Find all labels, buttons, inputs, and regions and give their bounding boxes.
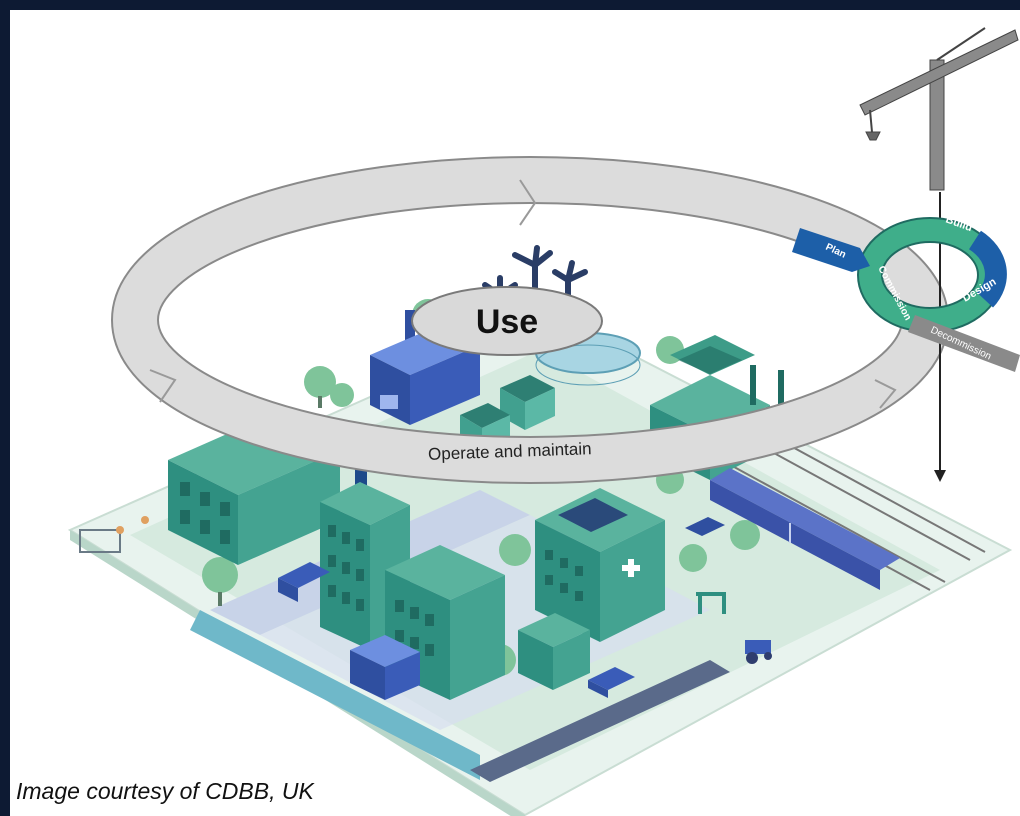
crane-icon [859,27,1019,191]
illustration-frame: Use Operate and maintain Plan Decommissi… [10,10,1020,816]
truck-icon [278,562,330,602]
use-hub: Use [411,286,603,356]
car-icon [685,517,725,536]
train-icon [710,468,900,590]
hospital-cross-icon [622,559,640,577]
tree-icon [330,383,354,407]
bus-shelter [696,592,726,614]
blue-bungalow [350,635,420,700]
tree-icon [304,366,336,408]
tractor-icon [745,640,772,664]
tree-icon [730,520,760,550]
car-icon [588,667,635,698]
recycle-icon [380,395,398,409]
sports-pitch [79,516,149,553]
river [190,610,480,780]
plan-stage: Plan [792,228,870,272]
smart-city-lifecycle-illustration: Use Operate and maintain Plan Decommissi… [67,27,1020,816]
kiosk-building [518,613,590,690]
tree-icon [202,557,238,606]
tunnel [470,660,730,782]
hospital-building [535,488,665,642]
project-ring [857,217,1007,333]
image-credit: Image courtesy of CDBB, UK [16,778,314,804]
use-label: Use [476,303,538,341]
office-tower [320,465,410,650]
tree-icon [499,534,531,566]
tree-icon [679,544,707,572]
